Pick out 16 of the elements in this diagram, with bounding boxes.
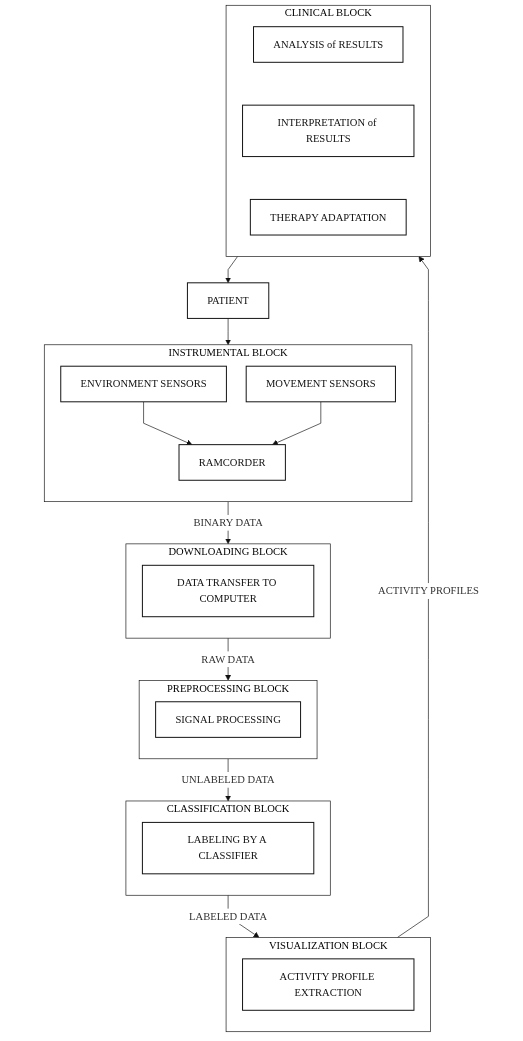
node-box: ACTIVITY PROFILE EXTRACTION [242,958,415,1011]
node-box: PATIENT [186,282,270,319]
edge-label: BINARY DATA [193,516,263,529]
node-box: DATA TRANSFER TO COMPUTER [141,564,315,618]
edge-label: LABELED DATA [189,910,268,922]
edge-label: ACTIVITY PROFILES [378,585,479,597]
node-box: ENVIRONMENT SENSORS [60,365,227,403]
node-box: THERAPY ADAPTATION [249,198,407,236]
node-box: ANALYSIS of RESULTS [253,26,404,63]
edge-label: RAW DATA [201,653,255,665]
edge-label: UNLABELED DATA [181,773,275,786]
node-box: MOVEMENT SENSORS [245,365,396,403]
node-box: INTERPRETATION of RESULTS [242,104,415,158]
node-box: SIGNAL PROCESSING [155,701,302,738]
node-box: LABELING BY A CLASSIFIER [141,821,315,875]
node-box: RAMCORDER [178,444,286,481]
